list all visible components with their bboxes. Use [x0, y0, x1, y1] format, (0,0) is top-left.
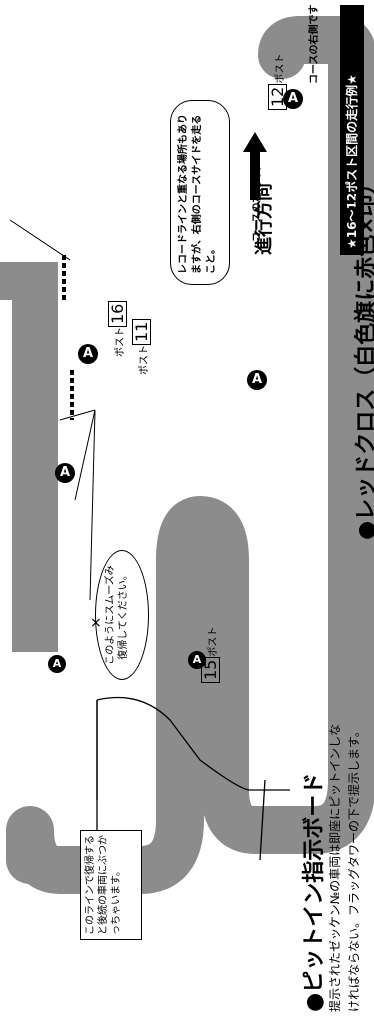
pitin-heading: ●ピットイン指示ボード: [302, 772, 327, 1012]
course-right-label: コースの右側です: [309, 4, 320, 85]
arrow-left-3: [89, 409, 96, 601]
cross-mark-icon: ×: [90, 615, 102, 631]
marker-a-right-3: A: [247, 370, 267, 390]
note-callout: レコードラインと重なる場所もありますが、右側のコースサイドを走ること。: [170, 100, 230, 285]
course-track-left-horizontal: [0, 262, 58, 300]
pitin-body-line1: 提示されたゼッケン№の車両は即座にピットインしな: [328, 723, 342, 1012]
marker-a-right-4: A: [283, 89, 303, 109]
post-16-marker: ポスト16: [108, 297, 127, 357]
smooth-bubble: このようにスムーズみ復帰してください。: [95, 550, 149, 680]
marker-a-right-2: A: [78, 344, 98, 364]
course-track-left-vertical: [12, 262, 58, 652]
marker-a-left-2: A: [188, 651, 206, 669]
pitin-body-line2: ければならない。フラッグタワーの下で提示します。: [347, 725, 361, 1012]
post-11-marker: ポスト11: [132, 315, 151, 375]
arrow-left-4: [59, 409, 96, 421]
arrow-left-2: [74, 409, 96, 501]
warning-box: このラインで復帰すると後続の車両にぶつかっちゃいます。: [80, 830, 142, 940]
route-line-right-2: [259, 779, 266, 861]
marker-a-left-1: A: [48, 655, 66, 673]
marker-a-right-1: A: [55, 463, 75, 483]
red-cross-heading: ●レッドクロス（白色旗に赤色×印）: [354, 172, 374, 540]
arrow-left-1: [9, 219, 71, 261]
direction-arrow-icon: [250, 150, 260, 200]
direction-arrow-head-icon: [243, 132, 267, 152]
